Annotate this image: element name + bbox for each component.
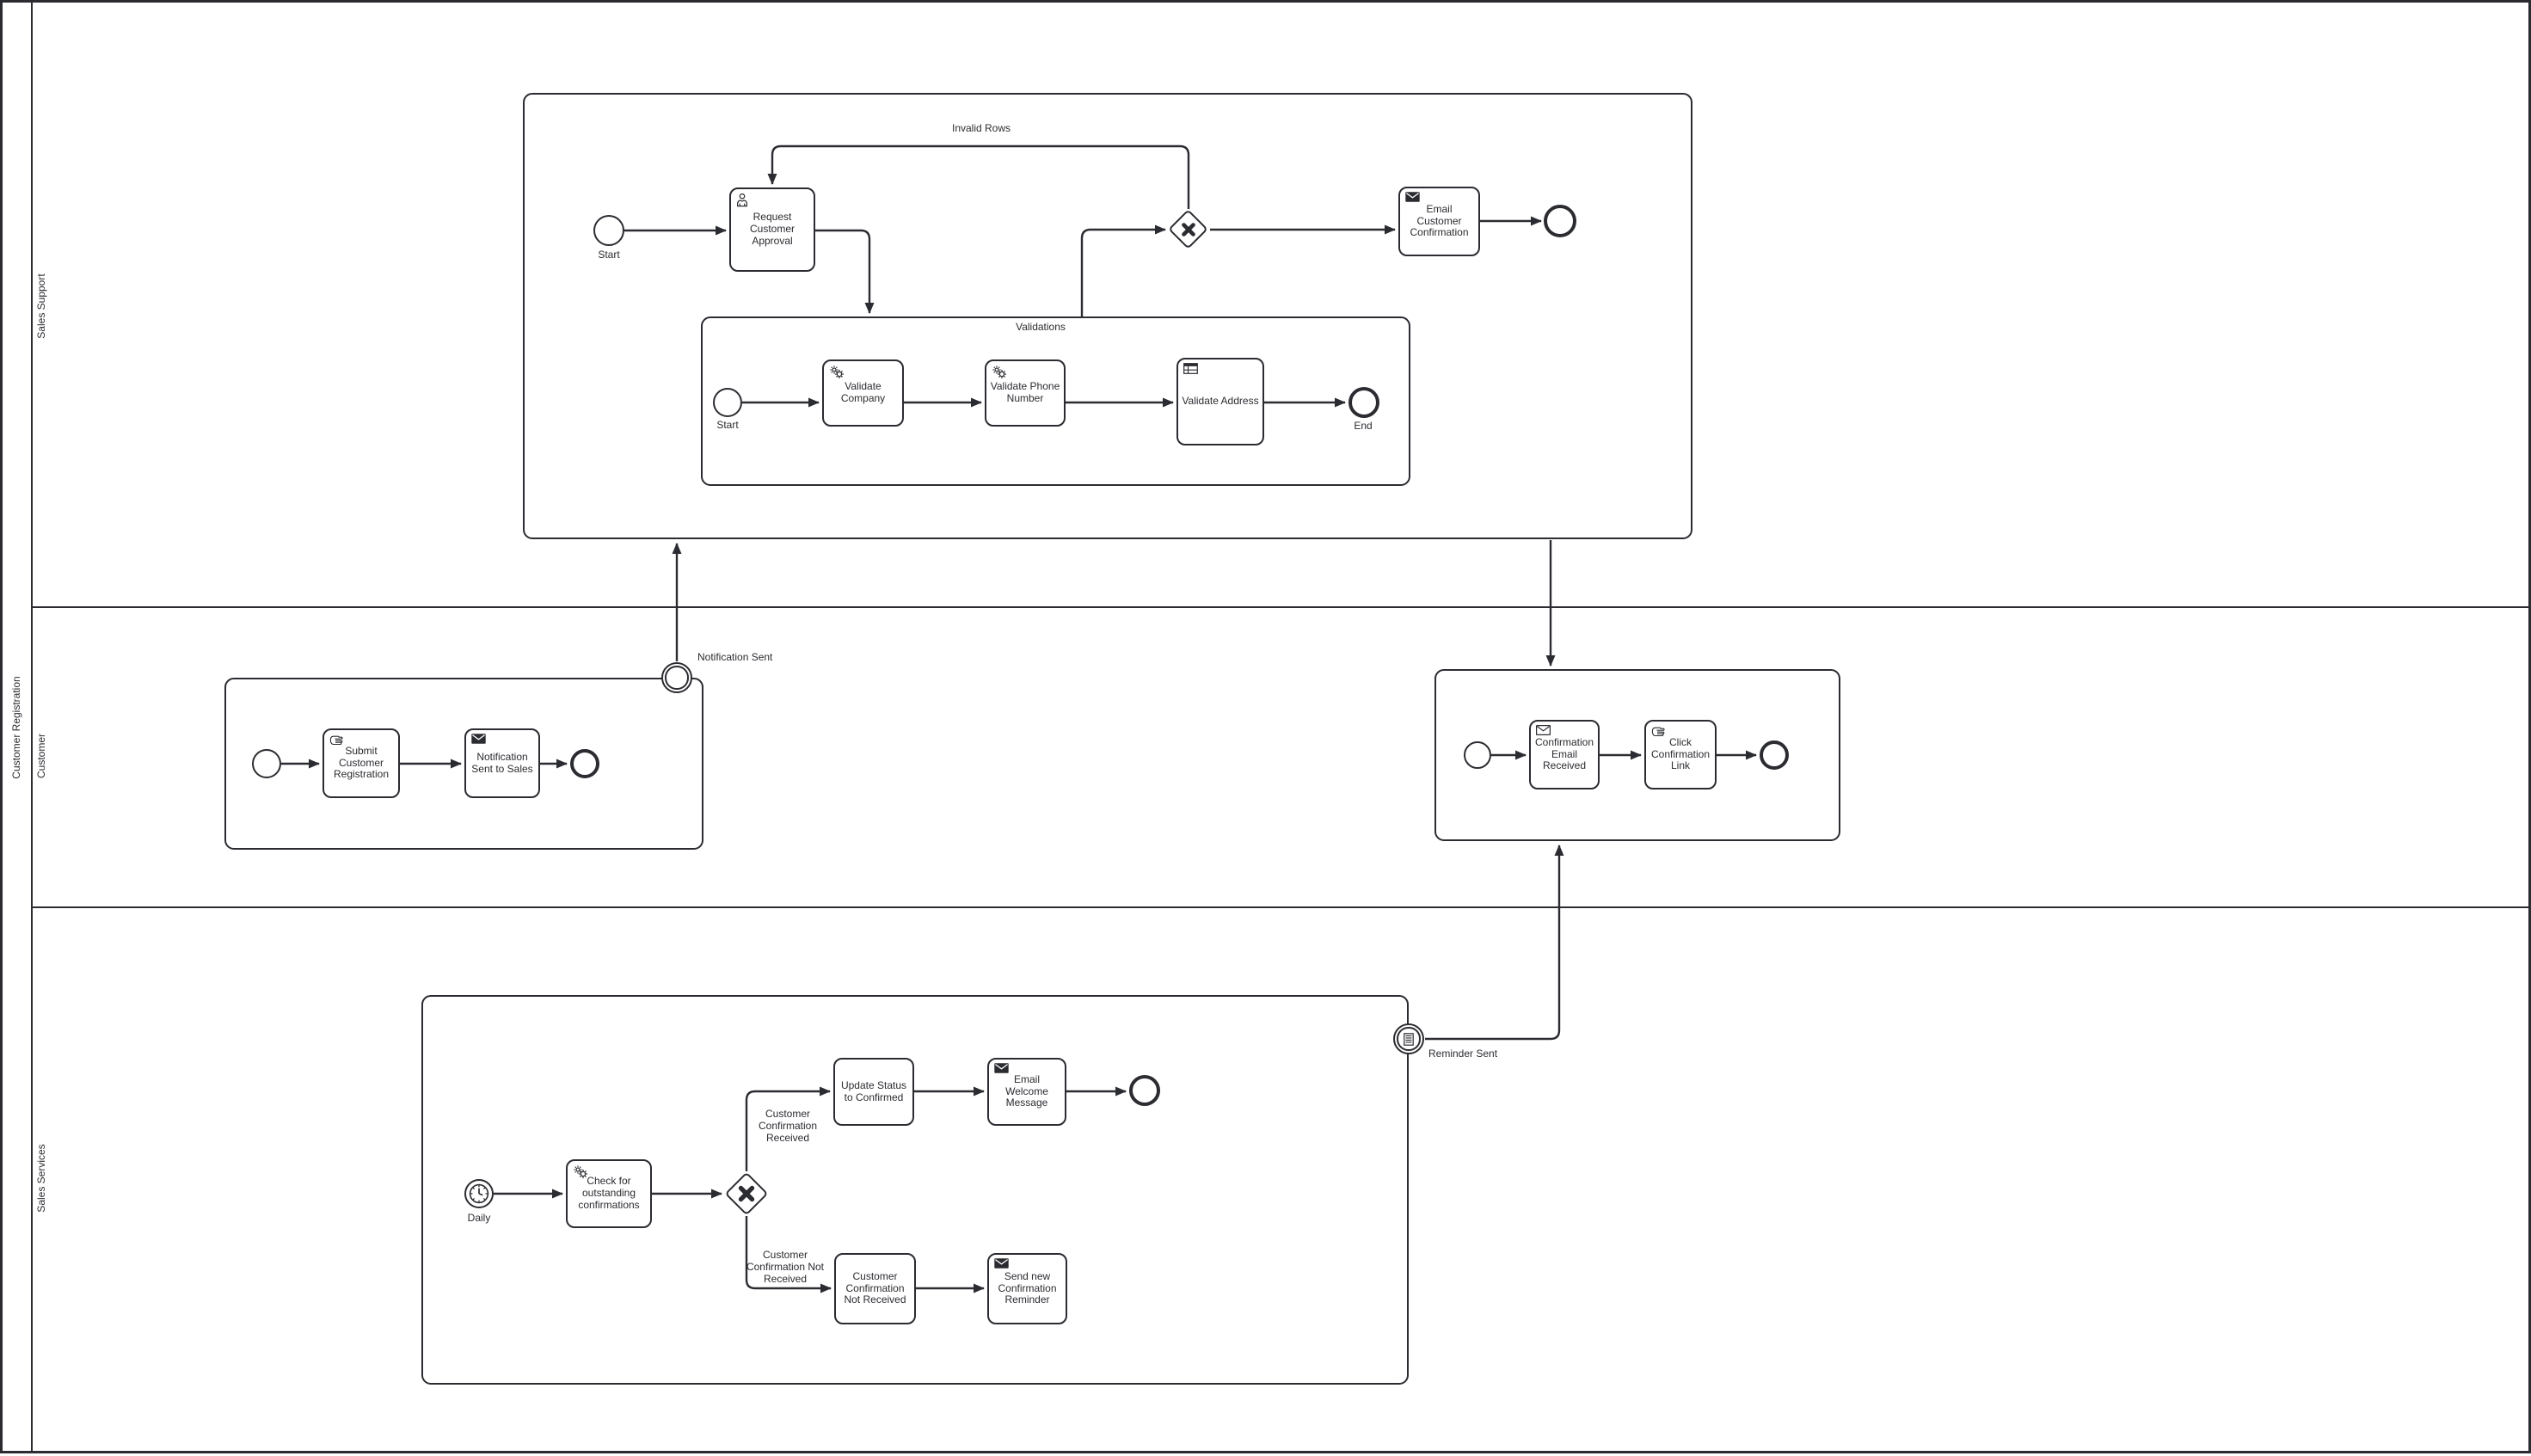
service-gears-icon <box>992 366 1006 378</box>
start-event-validations[interactable] <box>713 388 742 417</box>
reminder-sent-label: Reminder Sent <box>1428 1047 1498 1060</box>
validations-title: Validations <box>1016 321 1066 333</box>
end-event-customer-right[interactable] <box>1760 740 1789 770</box>
flow-reminder-sent-to-customer-right[interactable] <box>1425 845 1564 1041</box>
send-envelope-icon <box>994 1063 1009 1073</box>
end-event-validations[interactable] <box>1348 387 1379 418</box>
task-label: Notification Sent to Sales <box>471 750 533 775</box>
user-task-icon <box>737 193 747 207</box>
task-label: Send new Confirmation Reminder <box>998 1269 1057 1306</box>
daily-label: Daily <box>467 1212 491 1224</box>
business-rule-task-icon <box>1183 363 1198 374</box>
customer-confirmation-received-label: Customer Confirmation Received <box>758 1108 818 1144</box>
receive-envelope-icon <box>1536 725 1551 735</box>
notification-sent-label: Notification Sent <box>697 651 773 663</box>
conditional-event-icon <box>1404 1032 1414 1046</box>
service-gears-icon <box>574 1165 587 1178</box>
service-gears-icon <box>830 366 844 378</box>
task-validate-address[interactable]: Validate Address <box>1176 358 1264 445</box>
task-label: Validate Phone Number <box>990 380 1060 404</box>
subprocess-sales-services[interactable] <box>421 995 1409 1385</box>
task-click-confirmation-link[interactable]: Click Confirmation Link <box>1644 720 1717 789</box>
boundary-event-reminder-sent[interactable] <box>1393 1023 1424 1054</box>
task-email-customer-confirmation[interactable]: Email Customer Confirmation <box>1398 187 1480 256</box>
start-event-sales-support[interactable] <box>593 215 624 246</box>
boundary-event-notification-sent[interactable] <box>661 662 692 693</box>
task-submit-customer-registration[interactable]: Submit Customer Registration <box>323 728 400 798</box>
task-label: Request Customer Approval <box>749 211 795 247</box>
lane-label-customer[interactable]: Customer <box>35 733 48 779</box>
task-notification-sent-to-sales[interactable]: Notification Sent to Sales <box>464 728 540 798</box>
subprocess-customer-left[interactable] <box>224 678 703 850</box>
subprocess-validations[interactable] <box>701 316 1410 486</box>
end-event-customer-left[interactable] <box>570 749 599 778</box>
start-event-customer-left[interactable] <box>252 749 281 778</box>
task-request-customer-approval[interactable]: Request Customer Approval <box>729 187 815 272</box>
task-label: Click Confirmation Link <box>1650 735 1711 772</box>
start-event-label: Start <box>598 249 620 261</box>
task-validate-phone-number[interactable]: Validate Phone Number <box>985 359 1066 427</box>
task-confirmation-email-received[interactable]: Confirmation Email Received <box>1529 720 1600 789</box>
pool-label-divider <box>31 3 33 1451</box>
task-label: Confirmation Email Received <box>1534 735 1594 772</box>
task-label: Email Customer Confirmation <box>1410 202 1469 239</box>
lane-label-sales-support[interactable]: Sales Support <box>35 273 48 339</box>
x-gateway-marker-icon <box>1182 223 1195 237</box>
subprocess-customer-right[interactable] <box>1434 669 1840 841</box>
validations-start-label: Start <box>716 419 739 431</box>
send-envelope-icon <box>994 1258 1009 1269</box>
manual-task-hand-icon <box>329 735 343 746</box>
task-label: Update Status to Confirmed <box>840 1078 907 1103</box>
send-envelope-icon <box>1405 192 1420 202</box>
task-label: Validate Company <box>840 380 886 404</box>
task-label: Check for outstanding confirmations <box>578 1175 640 1211</box>
lane-divider-2 <box>31 906 2528 908</box>
task-check-outstanding-confirmations[interactable]: Check for outstanding confirmations <box>566 1159 652 1228</box>
task-validate-company[interactable]: Validate Company <box>822 359 904 427</box>
timer-clock-icon <box>469 1183 489 1204</box>
customer-confirmation-not-received-label: Customer Confirmation Not Received <box>746 1249 825 1285</box>
validations-end-label: End <box>1354 420 1373 432</box>
lane-label-sales-services[interactable]: Sales Services <box>35 1144 48 1213</box>
end-event-sales-support[interactable] <box>1544 205 1576 237</box>
end-event-sales-services[interactable] <box>1129 1075 1160 1106</box>
task-email-welcome-message[interactable]: Email Welcome Message <box>987 1058 1066 1126</box>
manual-task-hand-icon <box>1651 727 1665 737</box>
x-gateway-marker-icon <box>738 1185 755 1202</box>
task-label: Validate Address <box>1182 395 1259 408</box>
pool-label[interactable]: Customer Registration <box>10 676 23 779</box>
task-customer-confirmation-not-received[interactable]: Customer Confirmation Not Received <box>834 1253 916 1324</box>
invalid-rows-label: Invalid Rows <box>951 122 1011 134</box>
task-label: Email Welcome Message <box>1005 1072 1048 1109</box>
task-label: Customer Confirmation Not Received <box>844 1269 906 1306</box>
task-update-status-to-confirmed[interactable]: Update Status to Confirmed <box>833 1058 914 1126</box>
lane-divider-1 <box>31 606 2528 608</box>
task-label: Submit Customer Registration <box>333 744 390 781</box>
task-send-new-confirmation-reminder[interactable]: Send new Confirmation Reminder <box>987 1253 1067 1324</box>
subprocess-sales-support[interactable] <box>523 93 1692 539</box>
timer-start-event-daily[interactable] <box>464 1179 494 1208</box>
start-event-customer-right[interactable] <box>1464 741 1491 769</box>
send-envelope-icon <box>471 734 486 744</box>
